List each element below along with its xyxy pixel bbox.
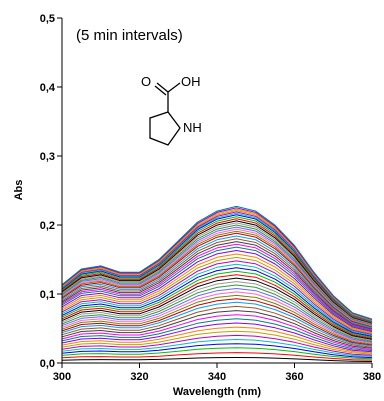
x-tick-label: 300 [53, 371, 71, 383]
hydroxyl-label: OH [181, 74, 201, 89]
spectrum-series-22 [61, 274, 373, 339]
spectrum-series-18 [61, 288, 373, 343]
spectrum-series-13 [61, 305, 373, 348]
spectrum-series-28 [61, 253, 373, 333]
y-tick-label: 0,5 [40, 13, 55, 25]
y-tick-label: 0,2 [40, 220, 55, 232]
spectrum-series-7 [61, 330, 373, 355]
spectrum-series-41 [61, 220, 373, 324]
carbonyl-bond-a [156, 82, 169, 93]
spectrum-series-12 [61, 310, 373, 349]
carbonyl-bond-b [154, 85, 167, 96]
spectrum-series-38 [61, 226, 373, 326]
spectrum-series-15 [61, 298, 373, 346]
pyrrolidine-ring [149, 111, 181, 146]
spectrum-series-27 [61, 256, 373, 334]
spectrum-series-50 [61, 205, 373, 320]
spectrum-series-5 [61, 339, 373, 357]
spectrum-series-37 [61, 228, 373, 326]
spectrum-series-16 [61, 294, 373, 345]
x-tick-label: 320 [130, 371, 148, 383]
spectrum-series-34 [61, 235, 373, 328]
amine-label: NH [183, 120, 202, 135]
y-tick-label: 0,3 [40, 151, 55, 163]
spectrum-series-43 [61, 216, 373, 323]
interval-annotation: (5 min intervals) [76, 27, 183, 44]
series-layer [61, 205, 373, 362]
spectrum-series-23 [61, 270, 373, 338]
x-axis-title: Wavelength (nm) [173, 386, 262, 398]
x-tick-label: 380 [363, 371, 381, 383]
y-tick-label: 0,1 [40, 289, 55, 301]
spectrum-series-1 [61, 357, 373, 362]
ticks-layer: 0,0 0,1 0,2 0,3 0,4 0,5 300 320 340 360 380 [40, 13, 381, 383]
y-tick-label: 0,0 [40, 358, 55, 370]
spectrum-series-11 [61, 314, 373, 350]
spectrum-series-3 [61, 347, 373, 360]
spectrum-series-31 [61, 243, 373, 331]
spectrum-series-36 [61, 230, 373, 327]
spectrum-series-40 [61, 222, 373, 325]
spectrum-series-2 [61, 352, 373, 361]
spectrum-series-42 [61, 218, 373, 324]
carbonyl-oxygen-label: O [141, 74, 151, 89]
spectrum-series-8 [61, 326, 373, 354]
spectrum-series-35 [61, 232, 373, 328]
spectrum-series-32 [61, 241, 373, 330]
spectrum-series-39 [61, 224, 373, 325]
spectrum-series-20 [61, 281, 373, 341]
spectrum-series-19 [61, 284, 373, 342]
spectrum-series-14 [61, 301, 373, 347]
spectrum-series-25 [61, 263, 373, 336]
spectrum-series-9 [61, 322, 373, 353]
x-tick-label: 360 [285, 371, 303, 383]
spectrum-series-29 [61, 250, 373, 332]
spectrum-series-26 [61, 260, 373, 335]
spectrum-series-17 [61, 291, 373, 344]
y-axis-title: Abs [13, 180, 25, 201]
spectrum-series-6 [61, 334, 373, 356]
proline-structure [149, 82, 181, 146]
spectrum-series-10 [61, 318, 373, 352]
spectrum-series-30 [61, 246, 373, 331]
hydroxyl-bond [167, 82, 181, 93]
spectrum-series-4 [61, 343, 373, 359]
spectrum-series-24 [61, 267, 373, 337]
spectrum-series-33 [61, 238, 373, 329]
spectrum-series-21 [61, 277, 373, 340]
y-tick-label: 0,4 [40, 82, 56, 94]
x-tick-label: 340 [208, 371, 226, 383]
